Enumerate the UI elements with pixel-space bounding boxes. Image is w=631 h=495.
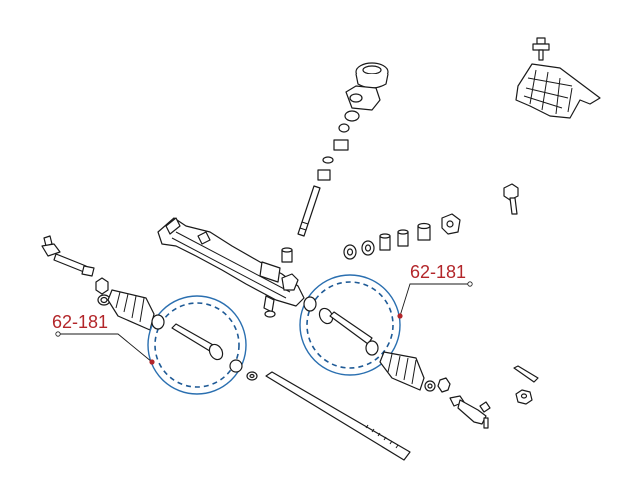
left-nut-icon[interactable] — [95, 277, 109, 295]
bushing-icon — [397, 229, 409, 247]
heat-shield-assembly[interactable] — [515, 37, 601, 119]
leader-end-dot — [467, 281, 473, 287]
callout-left-leader — [58, 333, 153, 363]
left-highlight-group[interactable] — [147, 295, 247, 395]
pinion-housing-icon — [345, 85, 381, 111]
right-highlight-group[interactable] — [299, 274, 401, 376]
pinion-shaft-icon — [297, 185, 321, 237]
lock-washer-icon — [229, 359, 243, 373]
left-boot[interactable] — [107, 289, 155, 331]
clamp-icon — [441, 213, 461, 235]
collar-icon — [317, 169, 331, 181]
highlight-dashed-ring — [154, 302, 240, 388]
bushing-icon — [417, 222, 431, 241]
left-clamp-icon[interactable] — [97, 294, 111, 306]
nut-icon — [333, 139, 349, 151]
highlight-ring — [299, 274, 401, 376]
left-tie-rod-end[interactable] — [41, 235, 95, 277]
lock-washer-icon — [365, 340, 379, 356]
rack-housing[interactable] — [157, 217, 305, 318]
ring-icon — [322, 156, 334, 164]
bushing-icon — [361, 240, 375, 256]
bushing-icon — [379, 233, 391, 251]
dust-seal-icon — [355, 62, 389, 89]
right-tie-rod-end[interactable] — [449, 395, 491, 429]
washer-icon — [338, 123, 350, 133]
leader-end-dot — [55, 331, 61, 337]
rack-bar[interactable] — [265, 371, 411, 461]
highlight-dashed-ring — [306, 281, 394, 369]
rack-bushings-row[interactable] — [343, 213, 461, 260]
callout-right-dot — [397, 313, 403, 319]
callout-right[interactable]: 62-181 — [397, 262, 473, 319]
highlight-ring — [147, 295, 247, 395]
pinion-shaft-assembly[interactable] — [297, 62, 389, 237]
right-nut-icon[interactable] — [437, 377, 451, 393]
lock-washer-icon — [303, 296, 317, 312]
mounting-bolt-icon[interactable] — [503, 183, 519, 215]
bushing-icon — [343, 244, 357, 260]
hex-nut-icon[interactable] — [515, 389, 533, 405]
long-bolt-icon[interactable] — [513, 365, 539, 383]
bushing-small-icon[interactable] — [281, 247, 293, 263]
right-boot[interactable] — [379, 351, 425, 391]
callout-left[interactable]: 62-181 — [52, 312, 155, 365]
right-clamp-icon[interactable] — [424, 380, 436, 392]
inner-tie-rod-icon — [151, 314, 243, 373]
bearing-icon — [344, 110, 360, 122]
heat-shield-icon — [515, 63, 601, 119]
callout-right-label: 62-181 — [410, 262, 466, 282]
shield-bolt-icon — [532, 37, 550, 61]
callout-right-leader — [399, 283, 470, 317]
left-small-washer-icon[interactable] — [246, 371, 258, 381]
inner-tie-rod-icon — [303, 296, 379, 356]
callout-left-label: 62-181 — [52, 312, 108, 332]
lock-washer-icon — [151, 314, 165, 330]
callout-left-dot — [149, 359, 155, 365]
